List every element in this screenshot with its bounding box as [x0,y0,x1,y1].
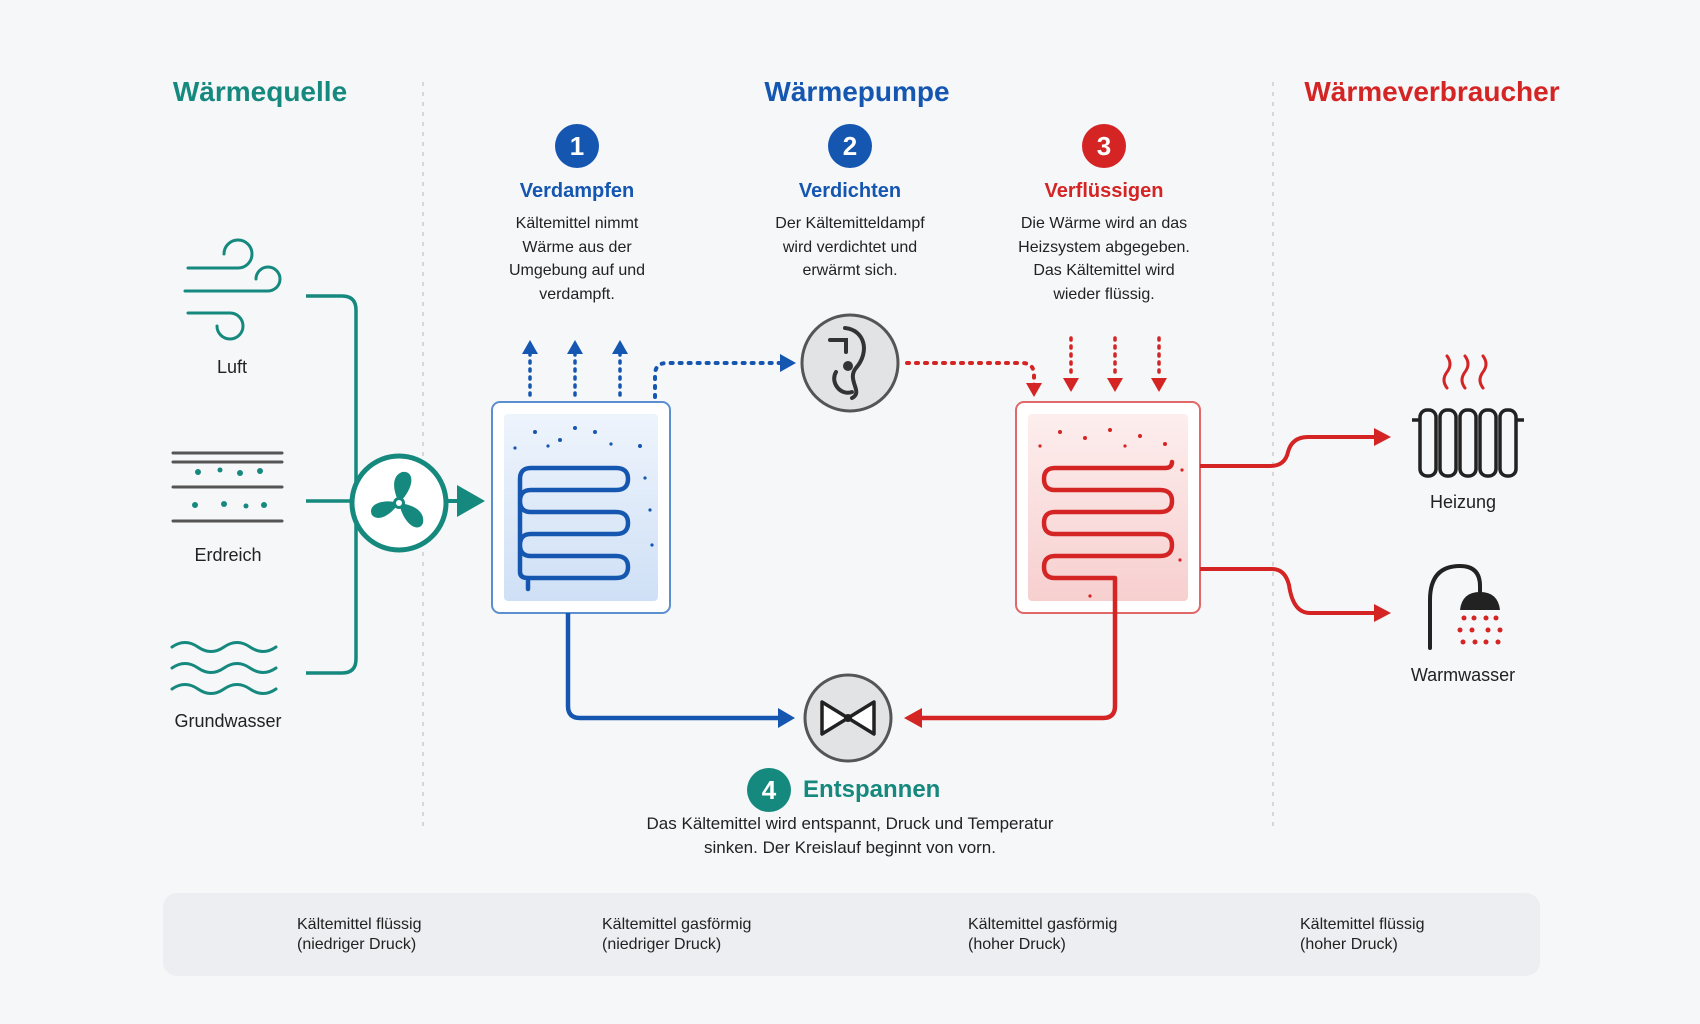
step-4-description: Das Kältemittel wird entspannt, Druck un… [646,814,1054,857]
evaporator-coil [517,465,631,592]
legend: Kältemittel flüssig(niedriger Druck) Käl… [163,893,1540,976]
shower-icon [1428,563,1503,650]
step-4-title: Entspannen [803,776,941,803]
radiator-icon [1412,408,1524,478]
source-label-ground: Erdreich [194,545,262,565]
condenser-heat-arrows [1069,336,1161,380]
column-title-pump: Wärmepumpe [764,76,950,107]
step-1-badge: 1 [555,124,599,168]
legend-item-gas-high: Kältemittel gasförmig(hoher Druck) [968,916,1118,953]
legend-item-liquid-high: Kältemittel flüssig(hoher Druck) [1300,916,1425,953]
vapor-line-high-pressure [905,361,1036,387]
condenser-box [1015,401,1201,616]
expansion-valve-icon [803,673,893,763]
source-connectors [306,294,358,675]
legend-item-liquid-low: Kältemittel flüssig(niedriger Druck) [297,916,422,953]
liquid-line-low-pressure [565,613,780,721]
step-4-badge: 4 [747,768,791,812]
source-label-air: Luft [216,357,248,377]
soil-icon [171,451,284,523]
evaporator-box [491,401,671,614]
step-2-badge: 2 [828,124,872,168]
column-title-source: Wärmequelle [172,76,348,107]
step-1-title: Verdampfen [519,180,635,202]
consumer-lines [1200,435,1375,615]
evaporator-vapor-arrows [528,350,622,397]
consumer-label-hot-water: Warmwasser [1410,665,1516,685]
fan-icon [349,453,449,553]
wind-icon [183,238,282,341]
step-3-badge: 3 [1082,124,1126,168]
heat-waves-icon [1442,354,1488,390]
column-title-consumer: Wärmeverbraucher [1304,76,1560,107]
legend-item-gas-low: Kältemittel gasförmig(niedriger Druck) [602,916,752,953]
compressor-icon [800,313,900,413]
source-label-groundwater: Grundwasser [174,711,282,731]
step-3-title: Verflüssigen [1044,180,1164,202]
condenser-coil [1041,459,1175,616]
consumer-label-heating: Heizung [1429,492,1497,512]
water-waves-icon [170,641,278,695]
vapor-line-low-pressure [653,361,784,399]
liquid-line-high-pressure [920,613,1118,721]
step-2-title: Verdichten [798,180,902,202]
